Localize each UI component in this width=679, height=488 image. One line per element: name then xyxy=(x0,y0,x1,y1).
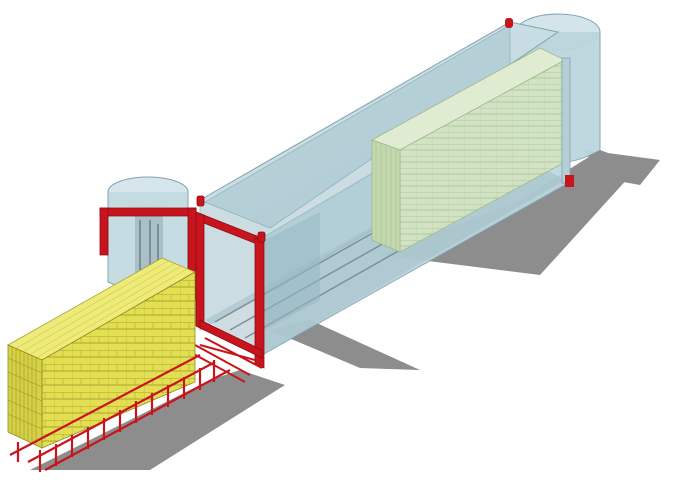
swing-door-frame xyxy=(195,211,266,369)
trolley-base xyxy=(9,354,231,472)
rail-track xyxy=(189,337,263,383)
rear-door-frame xyxy=(505,18,574,187)
timber-stack-trolley xyxy=(7,257,196,449)
